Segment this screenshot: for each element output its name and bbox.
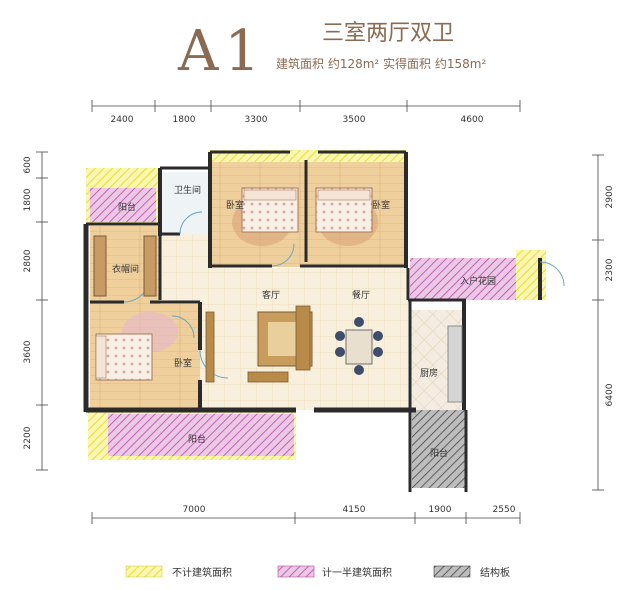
dim-top-5: 4600 (461, 115, 484, 125)
bottom-dimensions (91, 512, 521, 524)
dim-top-4: 3500 (343, 115, 366, 125)
label-living: 客厅 (262, 289, 280, 301)
balcony-bottom-magenta (108, 414, 294, 456)
dim-left-1: 600 (23, 156, 33, 173)
label-closet: 衣帽间 (112, 263, 139, 275)
unit-code: A1 (177, 19, 266, 84)
dim-bottom-4: 2550 (493, 505, 516, 515)
kitchen-counter (447, 325, 463, 403)
label-bedroom-top-left: 卧室 (226, 199, 244, 211)
dim-right-2: 2300 (605, 258, 615, 281)
dim-left-2: 1800 (23, 188, 33, 211)
label-balcony-top: 阳台 (118, 201, 136, 213)
dining-table (335, 317, 383, 375)
bed-main (95, 312, 178, 381)
dim-top-1: 2400 (111, 115, 134, 125)
corridor-floor (160, 232, 212, 272)
bed-top-left (232, 187, 299, 246)
layout-type: 三室两厅双卫 (322, 21, 454, 46)
closet-shelves (93, 235, 157, 297)
legend-label-1: 不计建筑面积 (172, 566, 232, 579)
label-bedroom-main: 卧室 (174, 357, 192, 369)
label-bathroom: 卫生间 (174, 184, 201, 196)
dim-bottom-3: 1900 (429, 505, 452, 515)
legend-label-2: 计一半建筑面积 (322, 566, 392, 579)
bed-top-right (315, 187, 378, 246)
tv-cabinet (205, 311, 215, 383)
dim-left-5: 2200 (23, 426, 33, 449)
legend: 不计建筑面积 计一半建筑面积 结构板 (125, 565, 510, 579)
dim-right-3: 6400 (605, 383, 615, 406)
top-dimensions (91, 100, 521, 112)
right-dimensions (592, 154, 604, 491)
legend-swatch-3 (433, 565, 471, 578)
label-balcony-bottom: 阳台 (188, 433, 206, 445)
label-dining: 餐厅 (352, 289, 370, 301)
legend-swatch-1 (125, 565, 163, 578)
dim-right-1: 2900 (605, 185, 615, 208)
legend-swatch-2 (277, 565, 315, 578)
left-dimensions (36, 151, 48, 471)
bathroom-floor (160, 172, 212, 234)
sofa-set (247, 305, 313, 383)
dim-left-4: 3600 (23, 340, 33, 363)
legend-label-3: 结构板 (480, 566, 510, 579)
walls (83, 150, 542, 492)
dim-left-3: 2800 (23, 249, 33, 272)
label-bedroom-top-right: 卧室 (372, 199, 390, 211)
balcony-top-magenta (90, 188, 156, 222)
dim-bottom-1: 7000 (183, 505, 206, 515)
label-balcony-service: 阳台 (430, 447, 448, 459)
dim-bottom-2: 4150 (343, 505, 366, 515)
dim-top-2: 1800 (173, 115, 196, 125)
area-text: 建筑面积 约128m² 实得面积 约158m² (276, 56, 486, 71)
label-kitchen: 厨房 (420, 367, 438, 379)
dim-top-3: 3300 (245, 115, 268, 125)
label-entry-garden: 入户花园 (460, 275, 496, 287)
balcony-service (412, 410, 466, 488)
